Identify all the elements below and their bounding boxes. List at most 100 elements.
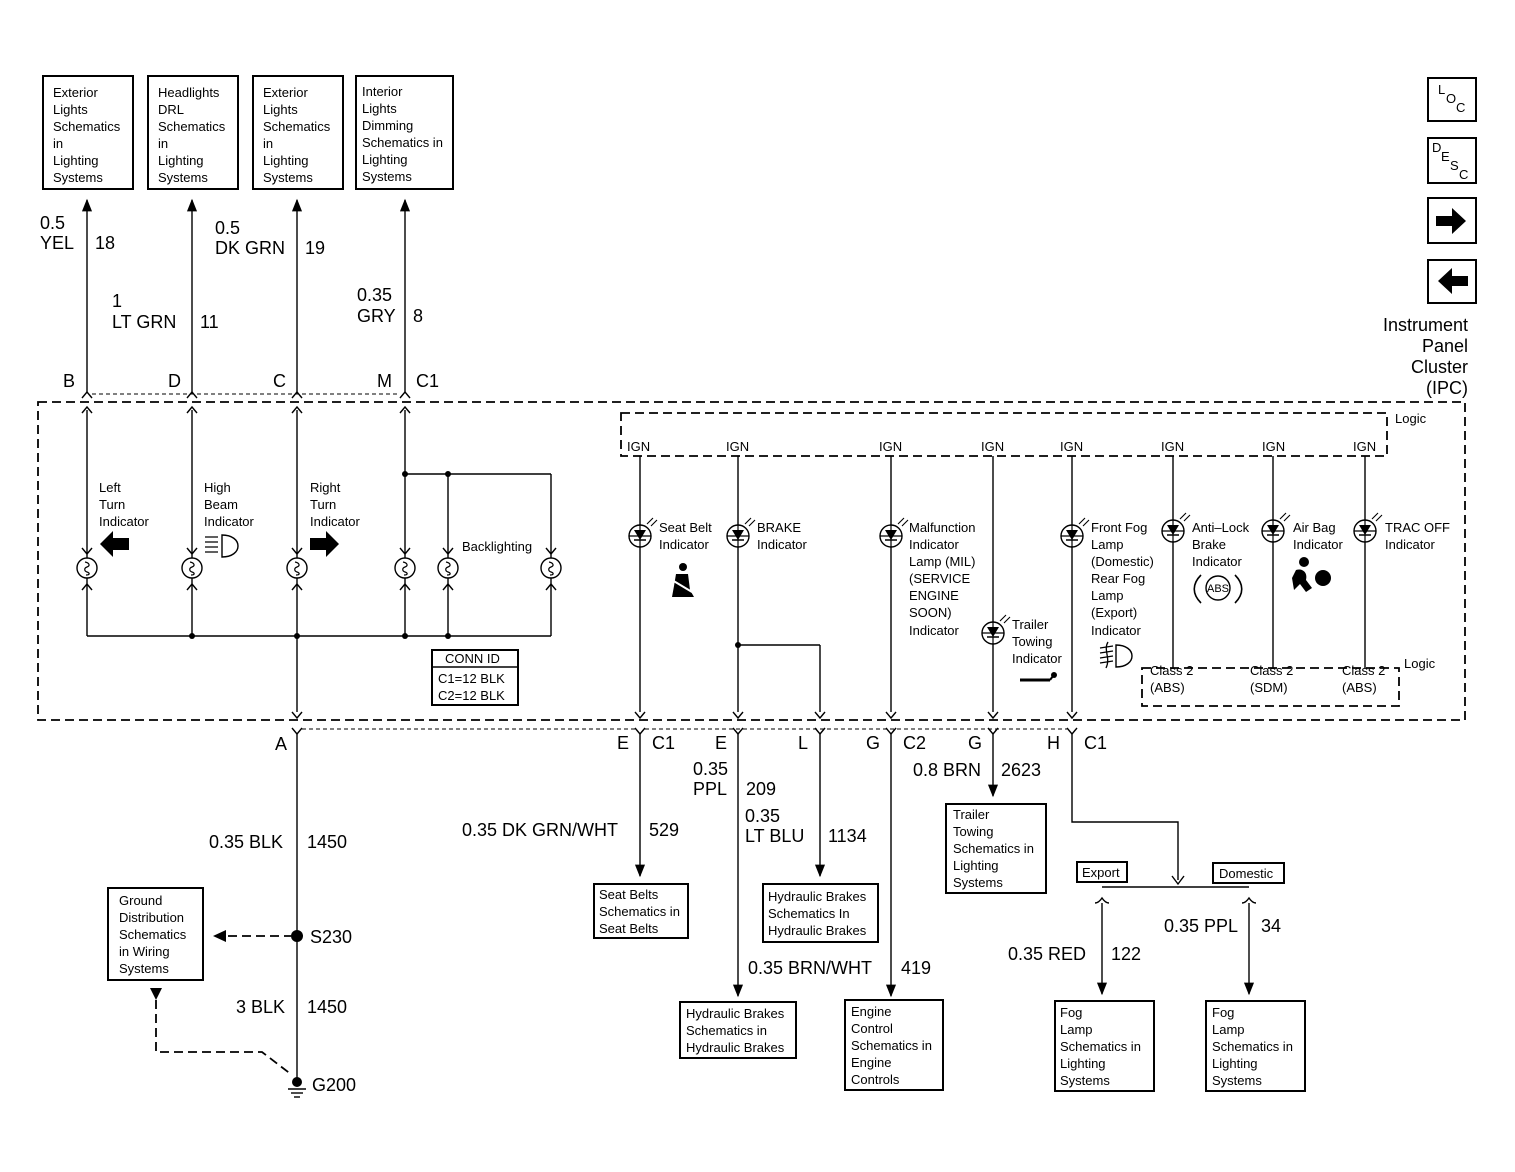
- bottom-connectors: A E C1 E L G C2 G H C1: [275, 711, 1107, 754]
- svg-text:Turn: Turn: [99, 497, 125, 512]
- svg-text:Front Fog: Front Fog: [1091, 520, 1147, 535]
- loc-button[interactable]: L O C: [1427, 77, 1477, 122]
- svg-text:Right: Right: [310, 480, 341, 495]
- connector-label: C2: [903, 733, 926, 753]
- svg-text:19: 19: [305, 238, 325, 258]
- fog-lamp-label: Front Fog Lamp (Domestic) Rear Fog Lamp …: [1091, 520, 1154, 638]
- ref-line: Lights: [263, 102, 298, 117]
- svg-text:Lamp (MIL): Lamp (MIL): [909, 554, 975, 569]
- wire-fog: 0.35 RED 122 0.35 PPL 34: [1008, 733, 1281, 996]
- wire-brake-209: 0.35 PPL 209: [693, 733, 776, 998]
- class2-logic-outline: [1141, 667, 1400, 707]
- ref-line: Exterior: [263, 85, 308, 100]
- ref-line: Schematics: [158, 119, 226, 134]
- svg-text:Lamp: Lamp: [1091, 588, 1124, 603]
- desc-button[interactable]: D E S C: [1427, 137, 1477, 184]
- ref-trailer-towing: Trailer Towing Schematics in Lighting Sy…: [945, 803, 1047, 894]
- svg-text:Domestic: Domestic: [1219, 866, 1274, 881]
- svg-text:Instrument: Instrument: [1383, 315, 1468, 335]
- svg-text:Engine: Engine: [851, 1055, 891, 1070]
- svg-text:IGN: IGN: [1262, 439, 1285, 454]
- svg-text:LT BLU: LT BLU: [745, 826, 804, 846]
- brake-label: BRAKE Indicator: [757, 520, 808, 552]
- seat-belt-label: Seat Belt Indicator: [659, 520, 712, 552]
- svg-text:C1=12 BLK: C1=12 BLK: [438, 671, 505, 686]
- svg-text:529: 529: [649, 820, 679, 840]
- svg-text:Schematics: Schematics: [119, 927, 187, 942]
- bulb-icon: [540, 557, 562, 579]
- trac-off-label: TRAC OFF Indicator: [1385, 520, 1450, 552]
- ref-line: Systems: [158, 170, 208, 185]
- ref-line: DRL: [158, 102, 184, 117]
- wire-brake-1134: 0.35 LT BLU 1134: [745, 733, 867, 878]
- svg-text:High: High: [204, 480, 231, 495]
- trailer-hitch-icon: [1020, 672, 1057, 682]
- svg-text:(ABS): (ABS): [1342, 680, 1377, 695]
- prev-page-button[interactable]: [1427, 259, 1477, 304]
- ref-line: Headlights: [158, 85, 220, 100]
- svg-text:18: 18: [95, 233, 115, 253]
- svg-text:1450: 1450: [307, 997, 347, 1017]
- svg-text:Panel: Panel: [1422, 336, 1468, 356]
- next-page-button[interactable]: [1427, 197, 1477, 244]
- ref-line: Lights: [362, 101, 397, 116]
- ref-line: Schematics in: [362, 135, 443, 150]
- ref-seat-belts: Seat Belts Schematics in Seat Belts: [593, 883, 689, 939]
- svg-text:419: 419: [901, 958, 931, 978]
- svg-text:Trailer: Trailer: [953, 807, 990, 822]
- svg-text:Systems: Systems: [1212, 1073, 1262, 1088]
- svg-text:CONN ID: CONN ID: [445, 651, 500, 666]
- ground-distribution-ref: Ground Distribution Schematics in Wiring…: [107, 887, 204, 981]
- svg-text:Systems: Systems: [119, 961, 169, 976]
- svg-text:IGN: IGN: [1353, 439, 1376, 454]
- svg-text:Towing: Towing: [1012, 634, 1052, 649]
- svg-text:S: S: [1450, 158, 1459, 173]
- ref-line: Lighting: [362, 152, 408, 167]
- export-label: Export: [1076, 861, 1128, 883]
- svg-text:C: C: [1456, 100, 1465, 115]
- right-arrow-icon: [310, 531, 339, 557]
- svg-text:Left: Left: [99, 480, 121, 495]
- svg-text:0.35 RED: 0.35 RED: [1008, 944, 1086, 964]
- svg-text:GRY: GRY: [357, 306, 396, 326]
- ref-line: Systems: [362, 169, 412, 184]
- svg-text:Indicator: Indicator: [1012, 651, 1063, 666]
- svg-text:TRAC OFF: TRAC OFF: [1385, 520, 1450, 535]
- indicator-lamp-icon: [1060, 517, 1090, 548]
- high-beam-label: High Beam Indicator: [204, 480, 255, 529]
- fog-lamp-icon: [1099, 641, 1133, 669]
- logic-outline: [620, 412, 1388, 457]
- ref-line: Lighting: [263, 153, 309, 168]
- svg-text:IGN: IGN: [1161, 439, 1184, 454]
- svg-text:Class 2: Class 2: [1250, 663, 1293, 678]
- pin-label: G: [968, 733, 982, 753]
- bulb-icon: [181, 557, 203, 579]
- module-label: Instrument Panel Cluster (IPC): [1383, 315, 1468, 398]
- bulb-icon: [437, 557, 459, 579]
- svg-text:0.35: 0.35: [745, 806, 780, 826]
- svg-text:PPL: PPL: [693, 779, 727, 799]
- svg-text:Indicator: Indicator: [909, 537, 960, 552]
- ground-circuit: 0.35 BLK 1450 S230 3 BLK 1450 G200: [150, 733, 356, 1098]
- bulb-icon: [394, 557, 416, 579]
- svg-text:Beam: Beam: [204, 497, 238, 512]
- svg-text:Schematics in: Schematics in: [686, 1023, 767, 1038]
- svg-text:Seat Belts: Seat Belts: [599, 887, 659, 902]
- svg-text:Indicator: Indicator: [909, 623, 960, 638]
- svg-text:LT GRN: LT GRN: [112, 312, 176, 332]
- pin-label: E: [617, 733, 629, 753]
- svg-text:Schematics in: Schematics in: [599, 904, 680, 919]
- svg-text:Lighting: Lighting: [1212, 1056, 1258, 1071]
- indicator-lamp-icon: [726, 517, 756, 548]
- abs-label: Anti–Lock Brake Indicator: [1192, 520, 1250, 569]
- ref-line: Systems: [263, 170, 313, 185]
- svg-text:Indicator: Indicator: [1293, 537, 1344, 552]
- svg-text:(ABS): (ABS): [1150, 680, 1185, 695]
- ref-line: Dimming: [362, 118, 413, 133]
- svg-text:Schematics in: Schematics in: [851, 1038, 932, 1053]
- svg-text:Indicator: Indicator: [1385, 537, 1436, 552]
- svg-text:Ground: Ground: [119, 893, 162, 908]
- svg-text:Schematics in: Schematics in: [1060, 1039, 1141, 1054]
- svg-text:Control: Control: [851, 1021, 893, 1036]
